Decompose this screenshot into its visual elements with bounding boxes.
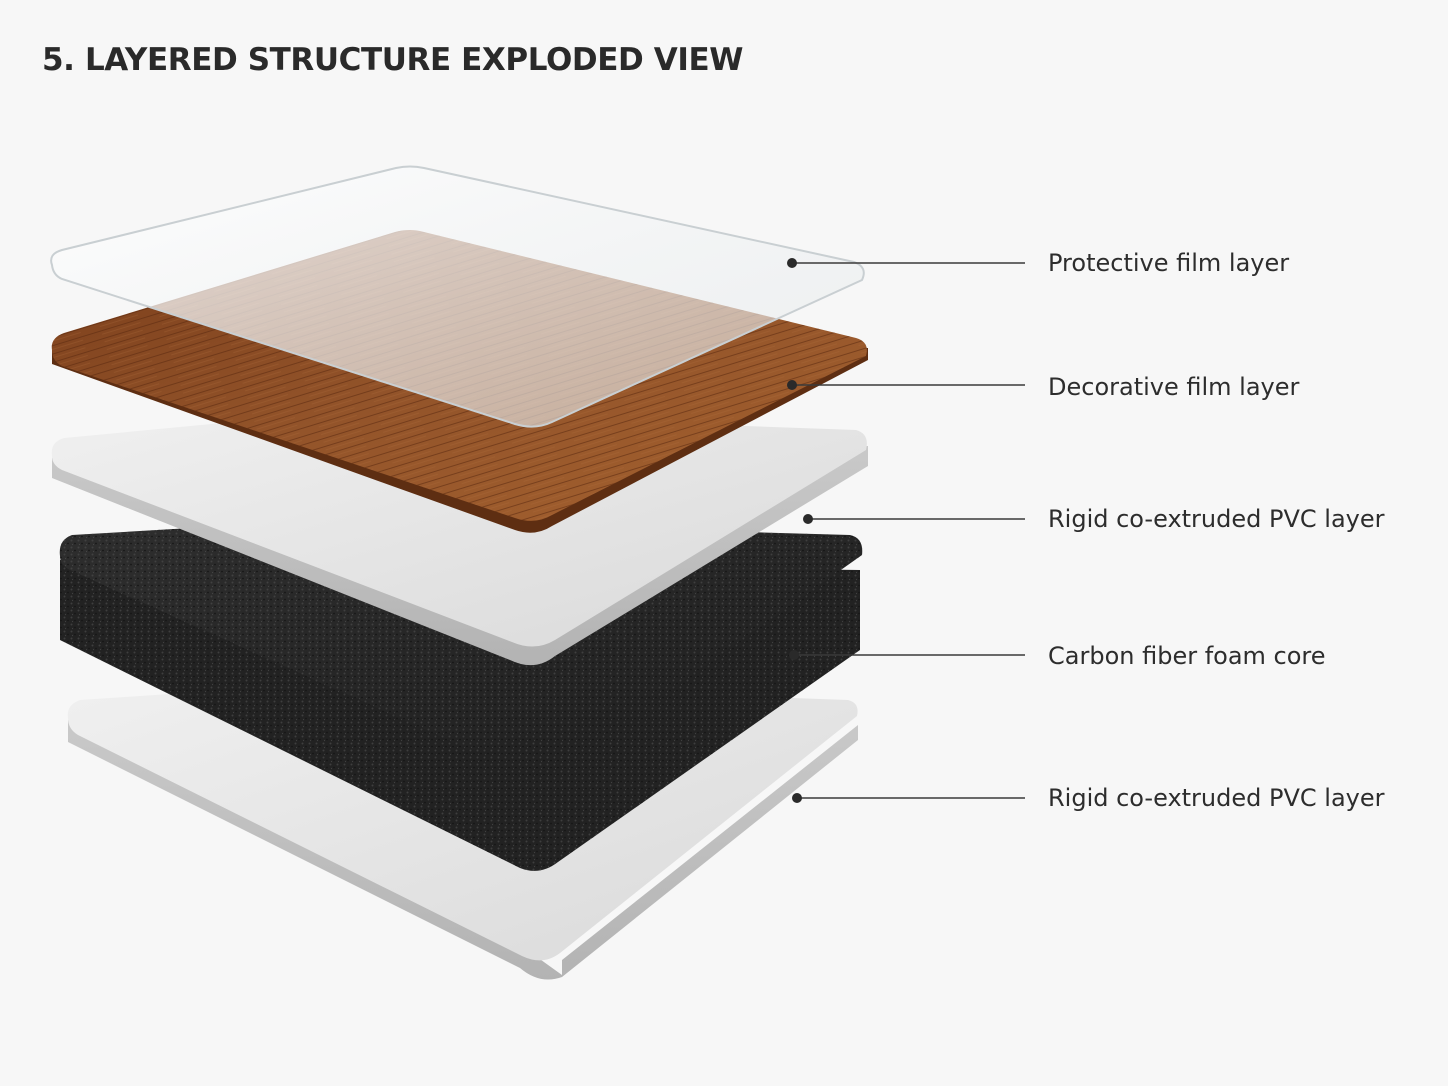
label-decorative-film: Decorative film layer bbox=[1048, 373, 1300, 401]
callout-dot-pvc-top bbox=[803, 514, 813, 524]
protective-film-layer-shape bbox=[50, 165, 865, 428]
middle-pvc-layer-shape bbox=[51, 409, 868, 666]
callout-dot-pvc-bottom bbox=[792, 793, 802, 803]
callout-dots bbox=[787, 258, 813, 803]
label-rigid-pvc-bottom: Rigid co-extruded PVC layer bbox=[1048, 784, 1385, 812]
label-protective-film: Protective film layer bbox=[1048, 249, 1290, 277]
carbon-foam-core-shape bbox=[59, 517, 863, 871]
callout-dot-protective bbox=[787, 258, 797, 268]
callout-lines bbox=[792, 262, 1025, 799]
callout-dot-decorative bbox=[787, 380, 797, 390]
label-carbon-foam-core: Carbon fiber foam core bbox=[1048, 642, 1326, 670]
diagram-title: 5. LAYERED STRUCTURE EXPLODED VIEW bbox=[42, 42, 744, 78]
callout-dot-foam bbox=[789, 650, 799, 660]
label-rigid-pvc-top: Rigid co-extruded PVC layer bbox=[1048, 505, 1385, 533]
